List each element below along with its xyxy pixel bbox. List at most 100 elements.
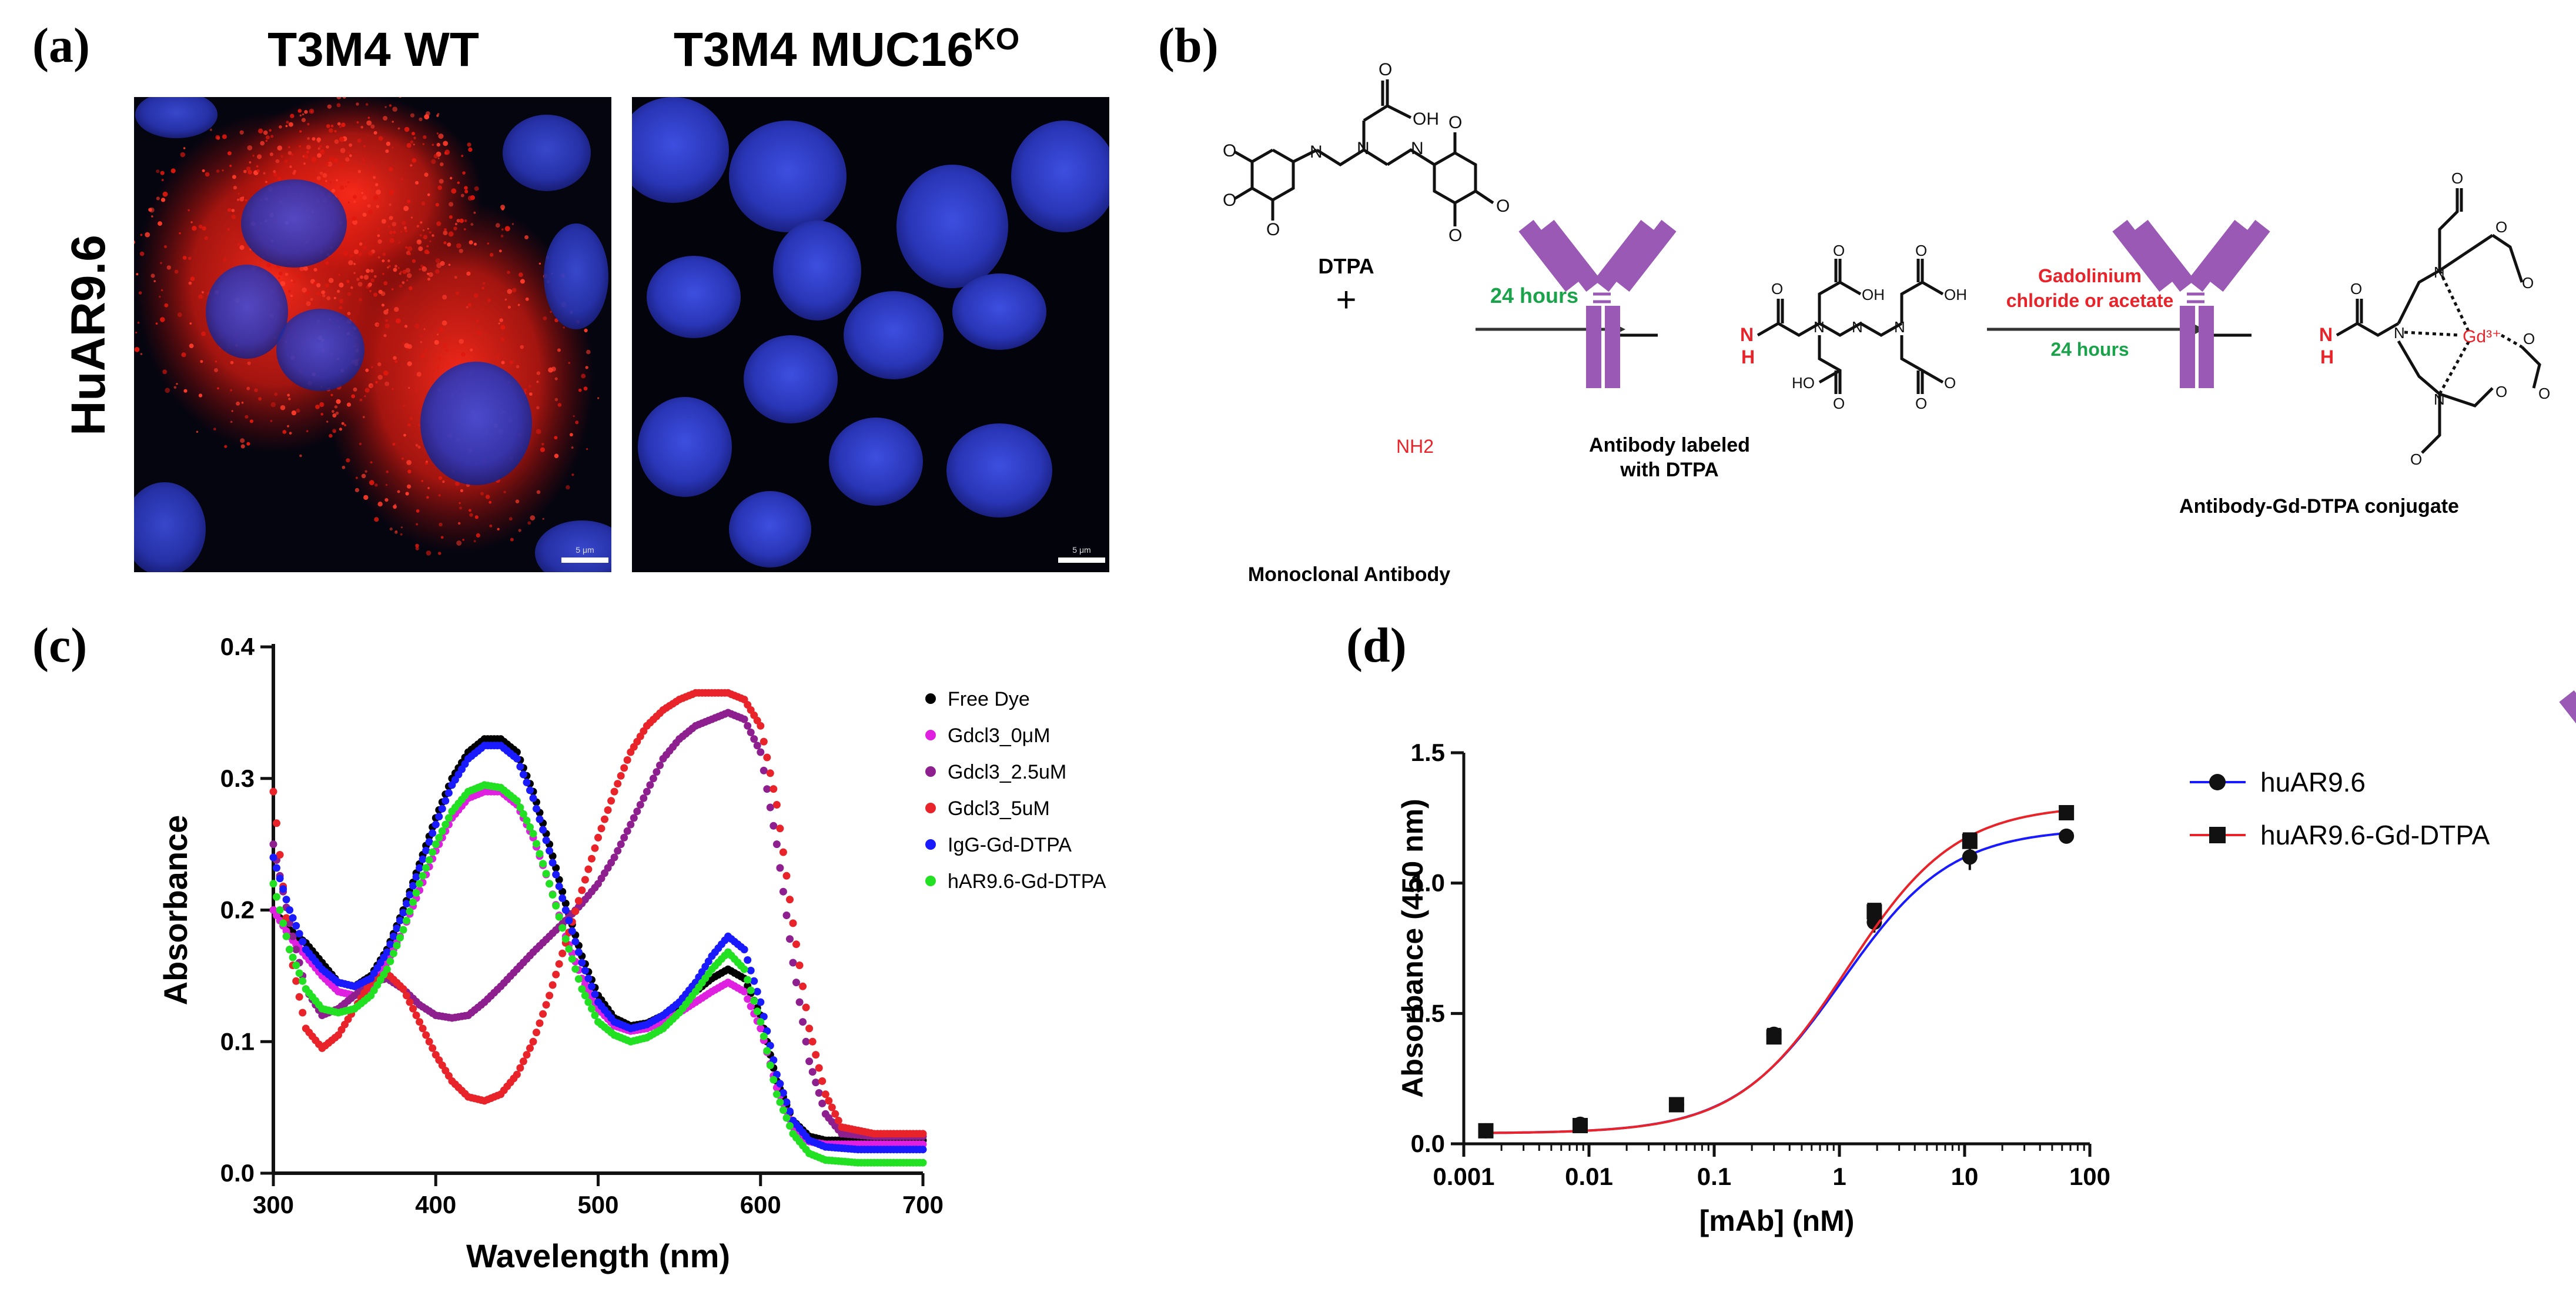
data-point bbox=[763, 1047, 771, 1055]
red-speckle bbox=[385, 319, 388, 322]
red-speckle bbox=[557, 348, 561, 352]
red-speckle bbox=[162, 369, 168, 375]
data-point bbox=[269, 853, 277, 862]
red-speckle bbox=[397, 490, 400, 493]
red-speckle bbox=[400, 178, 403, 181]
red-speckle bbox=[326, 420, 329, 423]
dtpa-structure bbox=[1233, 79, 1494, 226]
red-speckle bbox=[412, 132, 415, 136]
red-speckle bbox=[371, 366, 373, 368]
col-title-wt: T3M4 WT bbox=[267, 23, 479, 76]
red-speckle bbox=[322, 294, 326, 298]
red-speckle bbox=[222, 134, 227, 139]
red-speckle bbox=[407, 469, 412, 473]
red-speckle bbox=[173, 386, 177, 389]
data-point bbox=[542, 836, 550, 844]
legend-label: IgG-Gd-DTPA bbox=[948, 834, 1072, 856]
data-point bbox=[753, 987, 761, 996]
red-speckle bbox=[563, 326, 565, 329]
red-speckle bbox=[376, 205, 380, 208]
data-point bbox=[273, 864, 280, 872]
red-speckle bbox=[554, 398, 558, 402]
red-speckle bbox=[256, 169, 260, 173]
antibody-arm bbox=[1539, 219, 1601, 292]
red-speckle bbox=[381, 303, 385, 307]
red-speckle bbox=[354, 488, 360, 493]
red-speckle bbox=[436, 221, 441, 226]
red-speckle bbox=[355, 476, 358, 479]
atom: O bbox=[1833, 395, 1845, 412]
data-point bbox=[1478, 1123, 1494, 1139]
data-point bbox=[519, 770, 527, 779]
data-point bbox=[633, 807, 641, 816]
red-speckle bbox=[363, 495, 369, 500]
data-point bbox=[548, 891, 557, 899]
red-speckle bbox=[296, 408, 300, 413]
data-point bbox=[393, 924, 401, 933]
red-speckle bbox=[164, 303, 169, 308]
nucleus bbox=[241, 179, 347, 268]
red-speckle bbox=[376, 189, 381, 195]
red-speckle bbox=[407, 484, 412, 489]
red-speckle bbox=[366, 269, 370, 273]
red-speckle bbox=[426, 496, 429, 499]
red-speckle bbox=[386, 141, 391, 146]
red-speckle bbox=[459, 506, 462, 510]
red-speckle bbox=[245, 415, 249, 419]
data-point bbox=[591, 1011, 599, 1019]
red-speckle bbox=[246, 442, 250, 446]
atom: N bbox=[1310, 142, 1323, 162]
data-point bbox=[1668, 1097, 1684, 1113]
red-speckle bbox=[466, 271, 471, 276]
red-speckle bbox=[387, 259, 390, 262]
red-speckle bbox=[231, 215, 236, 219]
red-speckle bbox=[246, 166, 251, 171]
data-point bbox=[753, 742, 761, 750]
red-speckle bbox=[570, 433, 573, 437]
red-speckle bbox=[363, 275, 369, 280]
data-point bbox=[383, 948, 391, 956]
conj-nh-h: H bbox=[2320, 346, 2334, 368]
red-speckle bbox=[473, 540, 476, 543]
red-speckle bbox=[418, 246, 423, 252]
antibody-arm bbox=[1518, 219, 1581, 292]
x-axis-title: Wavelength (nm) bbox=[466, 1237, 730, 1274]
data-point bbox=[523, 1051, 531, 1059]
red-speckle bbox=[454, 223, 457, 225]
chelate-atoms: O N N N O O O O O O O bbox=[2350, 169, 2550, 468]
data-point bbox=[546, 880, 554, 888]
atom: N bbox=[1357, 139, 1370, 158]
red-speckle bbox=[151, 215, 153, 218]
antibody-fc bbox=[2199, 306, 2214, 388]
red-speckle bbox=[384, 106, 387, 108]
red-speckle bbox=[367, 204, 371, 208]
red-speckle bbox=[353, 249, 359, 255]
red-speckle bbox=[352, 216, 357, 221]
data-point bbox=[786, 935, 794, 943]
data-point bbox=[403, 900, 410, 908]
red-speckle bbox=[441, 320, 447, 326]
red-speckle bbox=[410, 140, 414, 144]
red-speckle bbox=[345, 238, 350, 242]
red-speckle bbox=[438, 476, 443, 480]
data-point bbox=[403, 991, 410, 1000]
data-point bbox=[1962, 833, 1978, 849]
data-point bbox=[805, 1024, 814, 1033]
data-point bbox=[409, 1004, 417, 1013]
atom: N bbox=[2434, 390, 2445, 408]
data-point bbox=[542, 870, 550, 878]
red-speckle bbox=[339, 428, 343, 431]
red-speckle bbox=[462, 539, 465, 541]
red-speckle bbox=[389, 104, 392, 107]
red-speckle bbox=[166, 265, 171, 270]
red-speckle bbox=[474, 242, 477, 246]
red-speckle bbox=[584, 328, 588, 333]
red-speckle bbox=[356, 121, 359, 124]
red-speckle bbox=[426, 251, 430, 255]
red-speckle bbox=[359, 442, 362, 446]
red-speckle bbox=[341, 122, 346, 128]
conj-nh-n: N bbox=[2319, 324, 2333, 345]
data-point bbox=[760, 766, 768, 774]
